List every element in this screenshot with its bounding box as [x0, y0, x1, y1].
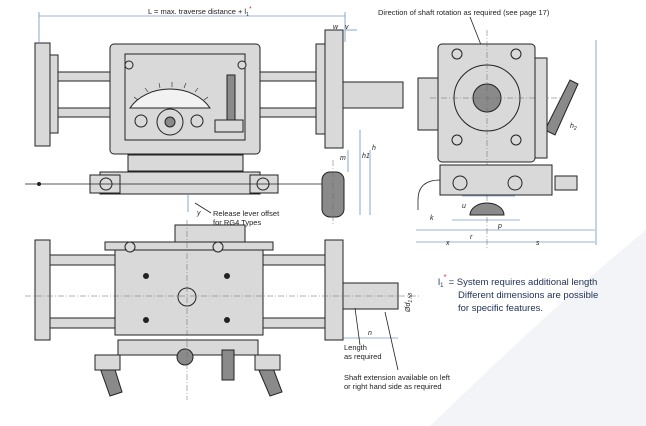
dim-h2: h2: [570, 123, 577, 132]
dim-r: r: [470, 234, 473, 241]
dim-h1: h1: [362, 153, 370, 160]
dim-p: p: [497, 223, 502, 230]
shaft-extension-label: Shaft extension available on left or rig…: [344, 373, 452, 391]
dim-u: u: [462, 203, 466, 210]
dim-x: x: [445, 240, 450, 247]
front-view: L = max. traverse distance + l1*: [25, 4, 404, 227]
dim-v: v: [345, 24, 349, 31]
side-view: Direction of shaft rotation as required …: [378, 8, 597, 250]
dim-d1: Ød1 h8: [405, 293, 414, 313]
dim-k: k: [430, 215, 434, 222]
dim-w: w: [333, 24, 339, 31]
dim-y: y: [196, 210, 201, 217]
dim-n: n: [368, 330, 372, 337]
svg-text:Different dimensions are possi: Different dimensions are possible: [458, 290, 598, 301]
setting-dial: [129, 88, 211, 109]
top-dimension-label: L = max. traverse distance + l1*: [148, 4, 252, 18]
rotation-note: Direction of shaft rotation as required …: [378, 8, 550, 17]
svg-text:l1*= System requires additiona: l1*= System requires additional length: [438, 273, 597, 289]
svg-text:for specific features.: for specific features.: [458, 303, 543, 314]
dim-m: m: [340, 155, 346, 162]
background-swoosh: [430, 230, 646, 426]
dim-h: h: [372, 145, 376, 152]
dim-s: s: [536, 240, 540, 247]
length-label: Length as required: [344, 343, 382, 361]
top-view: n Ød1 h8 Length as required Shaft extens…: [25, 220, 452, 400]
footnote: l1*= System requires additional length D…: [438, 273, 598, 314]
release-lever-label: Release lever offset for RG4 Types: [213, 209, 281, 227]
